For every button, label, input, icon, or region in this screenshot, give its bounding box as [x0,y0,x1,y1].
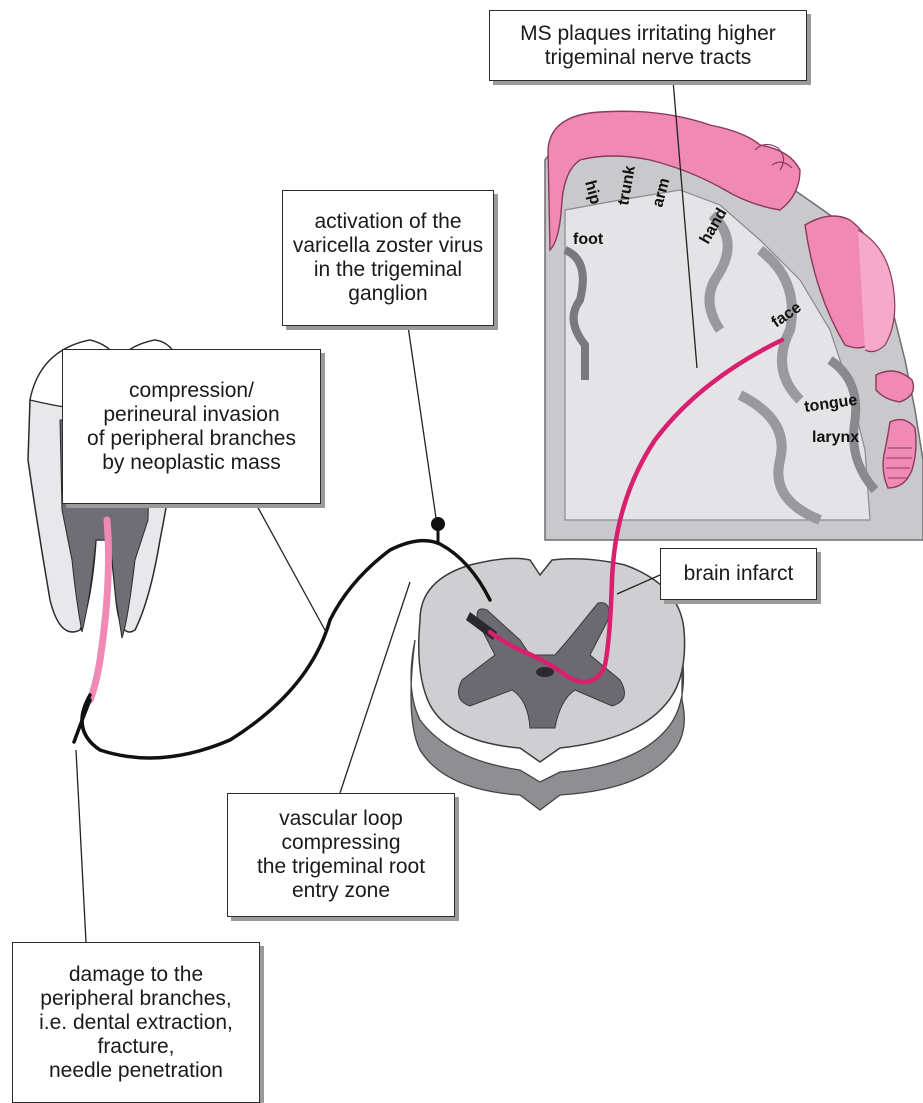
pointer-compression [256,504,326,632]
label-varicella-zoster: activation of the varicella zoster virus… [282,190,494,326]
label-vascular-loop: vascular loop compressing the trigeminal… [227,793,455,917]
label-ms-plaques: MS plaques irritating higher trigeminal … [489,10,807,81]
pointer-vascular [340,582,410,793]
pointer-damage [76,750,86,942]
label-foot: foot [573,231,604,248]
label-larynx: larynx [812,429,859,446]
cortex-section: hip trunk arm foot hand face tongue lary… [545,80,923,540]
label-compression: compression/ perineural invasion of peri… [62,349,321,504]
trigeminal-ganglion [431,517,445,531]
pointer-vzv [408,326,436,518]
label-brain-infarct: brain infarct [660,548,817,600]
label-peripheral-damage: damage to the peripheral branches, i.e. … [12,942,260,1103]
central-canal [536,667,554,677]
